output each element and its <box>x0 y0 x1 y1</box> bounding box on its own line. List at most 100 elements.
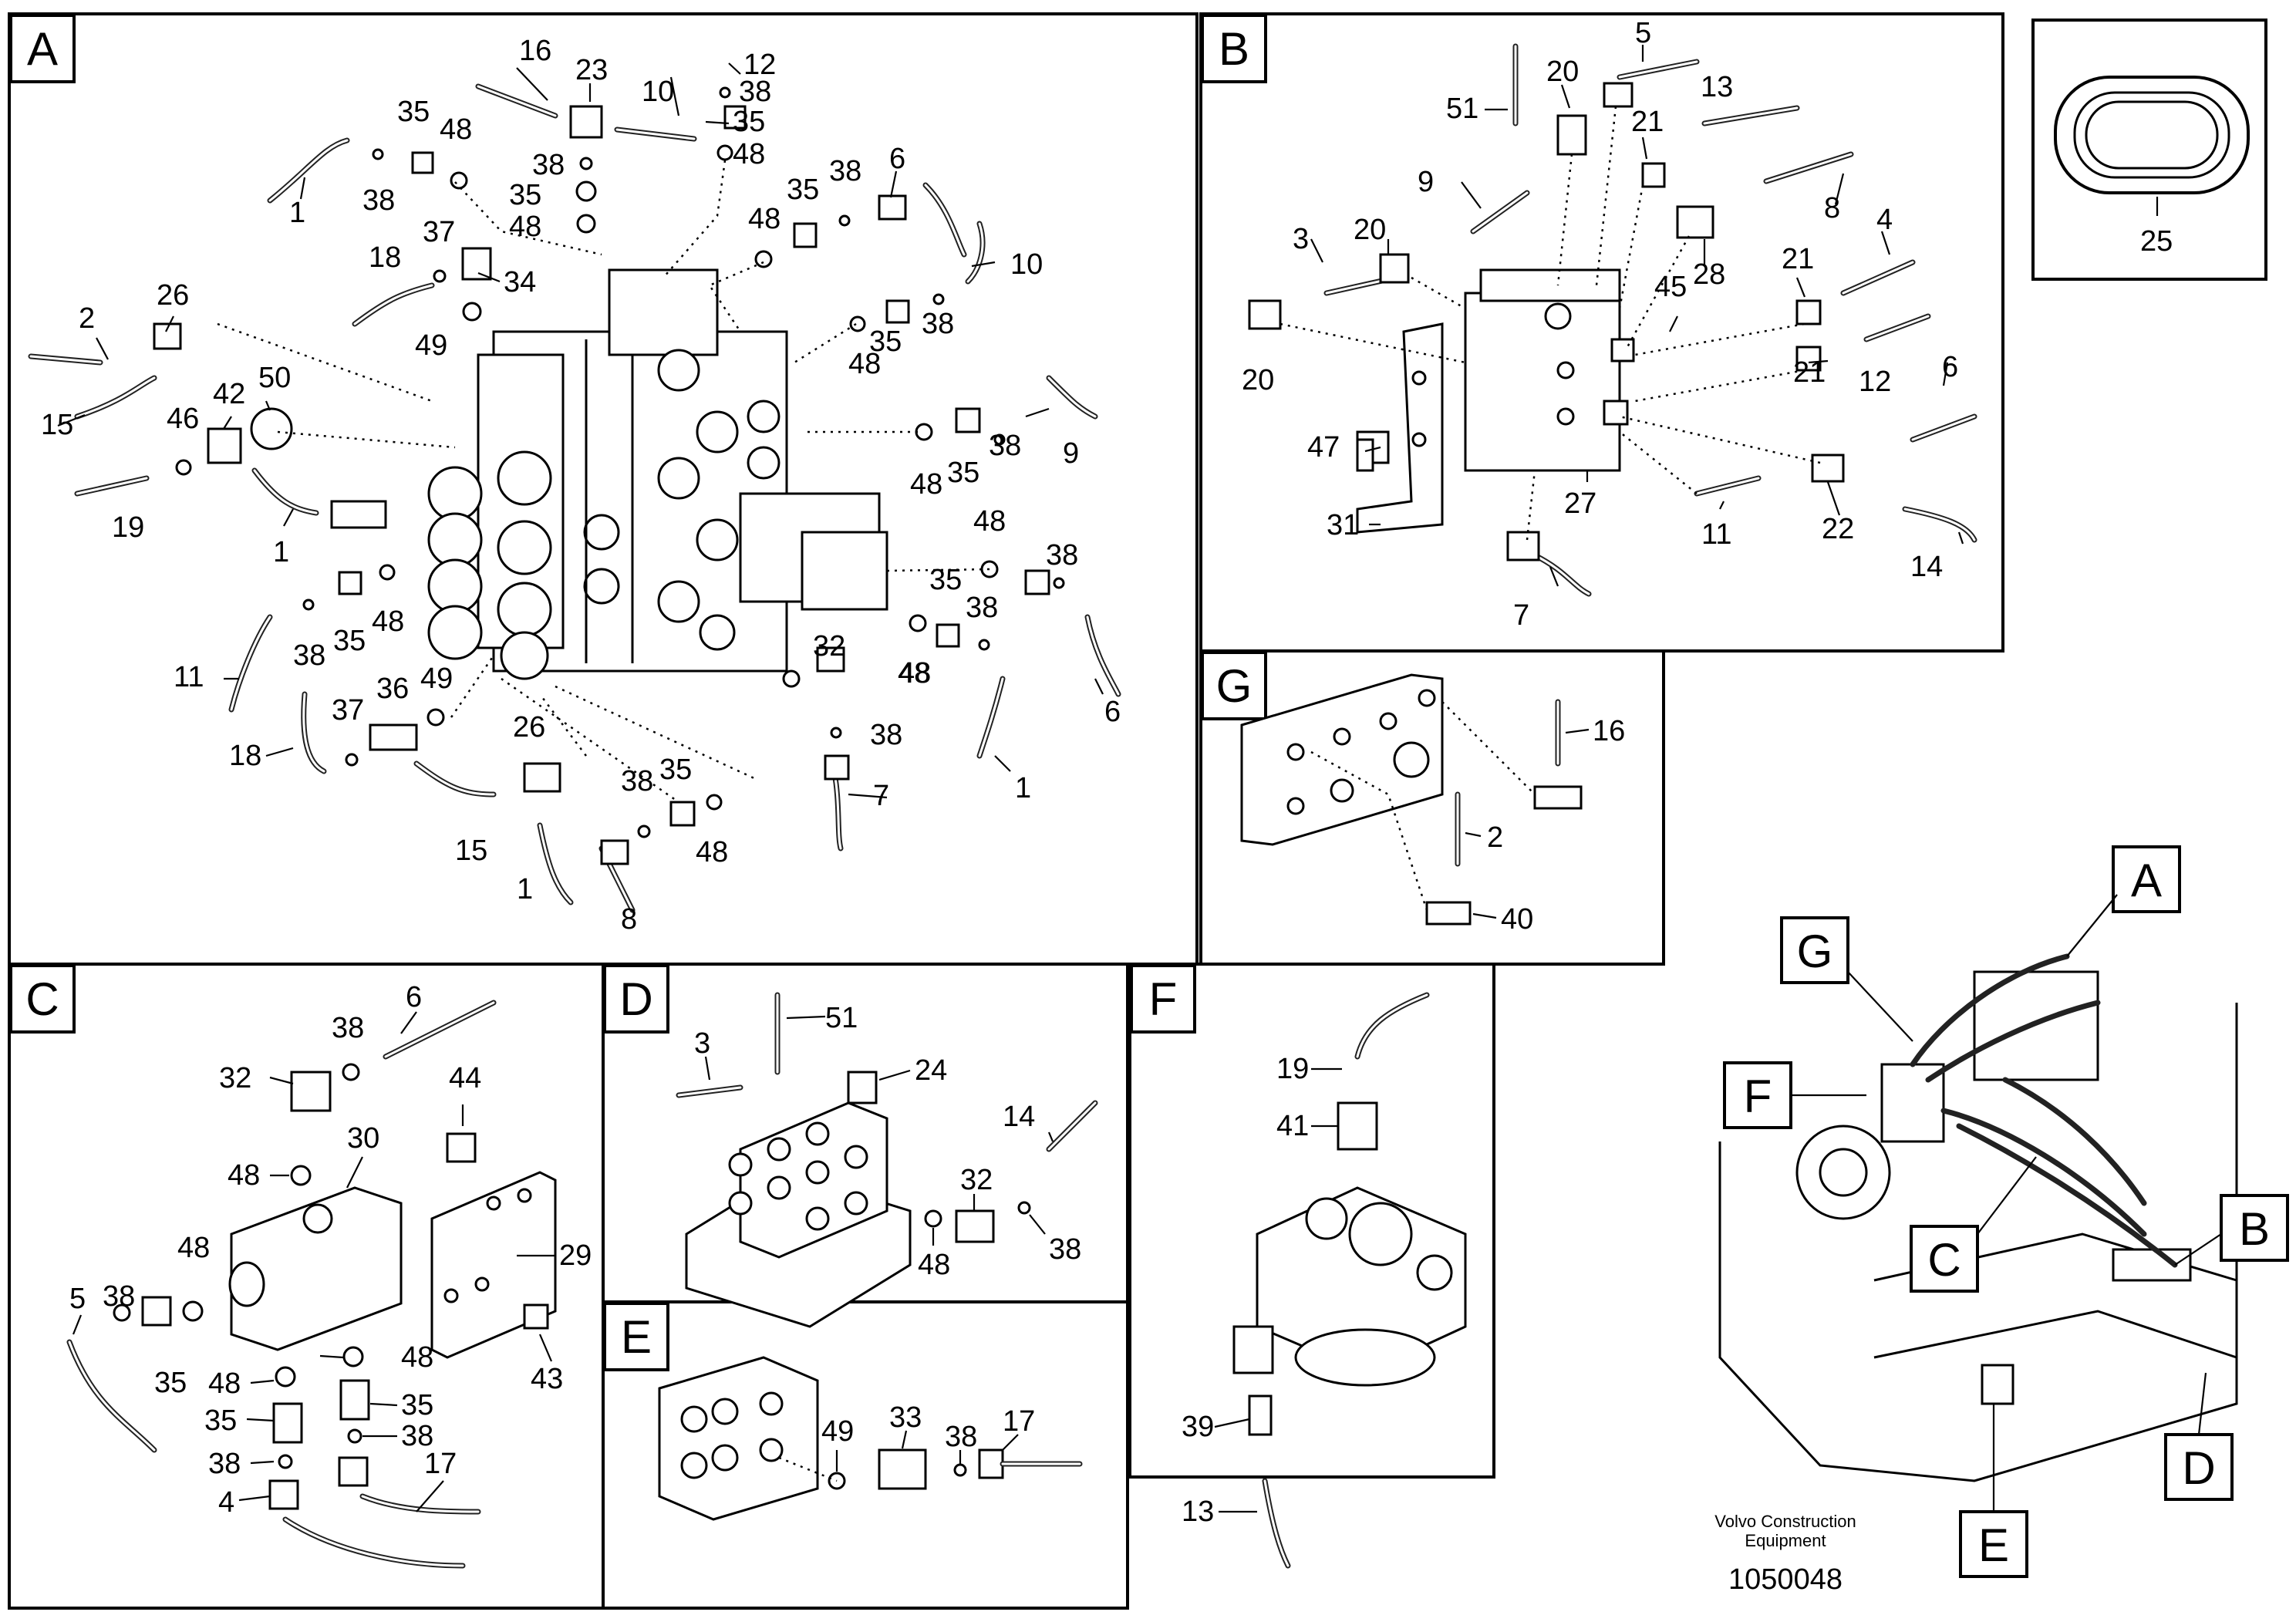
callout: 30 <box>347 1122 379 1155</box>
callout: 51 <box>825 1002 858 1034</box>
callouts-panel-g: 16 2 40 <box>1487 715 1625 936</box>
callout: 13 <box>1182 1496 1214 1528</box>
callout: 46 <box>167 403 199 435</box>
callout: 38 <box>621 765 653 798</box>
callout: 44 <box>449 1062 481 1094</box>
callout: 35 <box>869 325 902 358</box>
callout: 48 <box>748 203 781 235</box>
callout: 4 <box>218 1486 234 1519</box>
callout: 35 <box>947 457 979 489</box>
callout: 48 <box>440 113 472 146</box>
svg-text:C: C <box>25 973 59 1025</box>
callout: 38 <box>208 1448 241 1480</box>
callouts-panel-e: 49 33 38 17 <box>821 1401 1035 1453</box>
callout: 48 <box>372 605 404 638</box>
panel-letter-d: D <box>603 964 669 1034</box>
callout: 10 <box>1010 248 1043 281</box>
panel-g-plate <box>1240 673 1590 926</box>
callouts-panel-d: 51 3 24 14 32 48 38 <box>694 1002 1081 1281</box>
washers-panel-a <box>175 86 1065 838</box>
svg-text:Equipment: Equipment <box>1745 1531 1826 1550</box>
callout: 35 <box>929 564 962 596</box>
callout: 20 <box>1546 56 1579 88</box>
callout: 21 <box>1793 356 1826 389</box>
callout: 26 <box>513 711 545 744</box>
callout: 48 <box>910 468 942 501</box>
callout: 32 <box>960 1164 993 1196</box>
panel-frames <box>8 12 2267 1610</box>
callout: 43 <box>531 1363 563 1395</box>
callout: 38 <box>829 155 861 187</box>
overview-tag-a: A <box>2066 845 2181 957</box>
overview-tag-f: F <box>1723 1061 1866 1129</box>
callout: 24 <box>915 1054 947 1087</box>
hoses-panel-a <box>28 83 1121 913</box>
callout: 13 <box>1701 71 1733 103</box>
callout: 38 <box>966 592 998 624</box>
overview-tag-c: C <box>1910 1156 2037 1293</box>
callout: 38 <box>332 1012 364 1044</box>
svg-text:F: F <box>1744 1071 1772 1122</box>
callout: 48 <box>401 1341 433 1374</box>
callout: 48 <box>848 348 881 380</box>
callout: 38 <box>945 1421 977 1453</box>
callout: 38 <box>870 719 902 751</box>
callout: 18 <box>229 740 261 772</box>
callout: 38 <box>401 1420 433 1452</box>
panel-letter-e: E <box>603 1302 669 1371</box>
svg-text:E: E <box>1978 1519 2009 1571</box>
callout: 35 <box>333 625 366 657</box>
callout: 1 <box>1015 772 1031 804</box>
callout: 48 <box>973 505 1006 538</box>
callout: 21 <box>1631 106 1664 138</box>
callout: 37 <box>332 694 364 727</box>
overview-tag-g: G <box>1780 916 1913 1042</box>
callout: 48 <box>733 138 765 170</box>
panel-letter-g: G <box>1201 651 1267 720</box>
callout: 35 <box>659 754 692 786</box>
callout: 32 <box>813 630 845 663</box>
callout: 23 <box>575 54 608 86</box>
drawing-number: 1050048 <box>1728 1563 1843 1596</box>
callout: 3 <box>694 1027 710 1060</box>
svg-text:D: D <box>2182 1442 2215 1494</box>
callout: 19 <box>112 511 144 544</box>
callout: 49 <box>821 1415 854 1448</box>
callout: 37 <box>423 216 455 248</box>
callout: 36 <box>376 673 409 705</box>
callouts-panel-f: 19 41 39 13 <box>1182 1053 1309 1528</box>
callout: 12 <box>1859 366 1891 398</box>
callout: 8 <box>621 903 637 936</box>
callout: 29 <box>559 1239 592 1272</box>
callout: 17 <box>1003 1405 1035 1438</box>
callout: 5 <box>1635 17 1651 49</box>
leaders-panel-a <box>57 62 1104 799</box>
callout: 11 <box>1701 518 1731 551</box>
callout: 41 <box>1276 1110 1309 1142</box>
callout: 48 <box>509 211 541 243</box>
callout: 47 <box>1307 431 1340 464</box>
callout: 3 <box>1293 223 1309 255</box>
svg-text:C: C <box>1927 1234 1961 1286</box>
callout: 14 <box>1003 1101 1035 1133</box>
overview-tag-e: E <box>1959 1404 2028 1578</box>
callout: 17 <box>424 1448 457 1480</box>
callout: 35 <box>397 96 430 128</box>
callout: 20 <box>1242 364 1274 396</box>
callout: 8 <box>1824 192 1840 224</box>
callout: 19 <box>1276 1053 1309 1085</box>
callout: 9 <box>1418 166 1434 198</box>
callout: 35 <box>204 1404 237 1437</box>
svg-text:F: F <box>1149 973 1178 1025</box>
callout: 6 <box>1104 696 1121 728</box>
fittings-panel-b <box>1248 82 1845 561</box>
callout: 48 <box>208 1367 241 1400</box>
callout: 35 <box>154 1367 187 1399</box>
callout: 1 <box>517 873 533 905</box>
callout: 15 <box>455 835 487 867</box>
callout: 35 <box>401 1389 433 1421</box>
callout: 45 <box>1654 271 1687 303</box>
callout: 31 <box>1327 509 1359 541</box>
callout: 35 <box>733 106 765 138</box>
